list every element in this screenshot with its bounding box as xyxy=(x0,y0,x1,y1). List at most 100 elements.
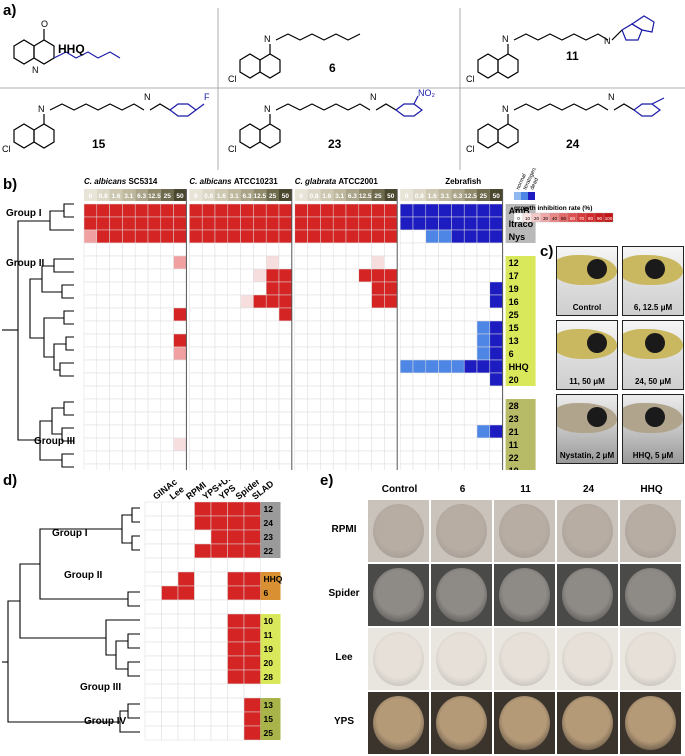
heatmap-cell xyxy=(332,294,347,309)
heatmap-cell xyxy=(489,203,503,218)
heatmap-cell xyxy=(384,281,398,296)
heatmap-cell xyxy=(201,437,216,452)
heatmap-cell xyxy=(201,203,216,218)
conc-header-cell xyxy=(489,189,503,201)
heatmap-cell xyxy=(451,385,465,400)
heatmap-cell xyxy=(332,268,347,283)
heatmap-cell xyxy=(278,372,293,387)
heatmap-cell xyxy=(189,463,203,470)
colony-photo xyxy=(368,500,429,562)
heatmap-cell xyxy=(214,346,229,361)
conc-header-cell xyxy=(320,189,334,201)
heatmap-cell xyxy=(83,255,98,270)
heatmap-cell xyxy=(96,463,110,470)
colony-photo xyxy=(557,564,618,626)
heatmap-cell xyxy=(122,307,136,322)
colony xyxy=(373,696,424,750)
heatmap-cell xyxy=(294,372,308,387)
heatmap-cell xyxy=(307,333,321,348)
heatmap-cell xyxy=(265,385,280,400)
legend-scale-label: 20 xyxy=(534,216,540,221)
heatmap-cell xyxy=(265,450,280,465)
heatmap-cell xyxy=(425,437,439,452)
heatmap-cell xyxy=(412,372,427,387)
heatmap-cell xyxy=(83,437,98,452)
heatmap-cell xyxy=(463,216,478,231)
colony xyxy=(499,632,550,686)
heatmap-cell xyxy=(96,229,110,244)
heatmap-cell xyxy=(243,571,261,587)
heatmap-cell xyxy=(384,424,398,439)
conc-header-cell xyxy=(464,189,477,201)
heatmap-cell xyxy=(399,294,414,309)
heatmap-cell xyxy=(371,450,385,465)
zebrafish-caption: 24, 50 μM xyxy=(634,377,672,386)
heatmap-cell xyxy=(438,242,452,257)
heatmap-cell xyxy=(210,529,228,545)
heatmap-cell xyxy=(194,501,212,517)
heatmap-cell xyxy=(109,307,123,322)
heatmap-cell xyxy=(412,255,427,270)
heatmap-cell xyxy=(96,203,110,218)
conc-label: 25 xyxy=(269,193,277,200)
colony xyxy=(373,632,424,686)
heatmap-cell xyxy=(425,333,439,348)
heatmap-cell xyxy=(96,281,110,296)
heatmap-cell xyxy=(189,398,203,413)
heatmap-cell xyxy=(122,463,136,470)
heatmap-cell xyxy=(147,385,162,400)
heatmap-cell xyxy=(399,333,414,348)
heatmap-cell xyxy=(278,333,293,348)
atom-n-24: N xyxy=(608,92,615,102)
heatmap-cell xyxy=(144,697,162,713)
heatmap-cell xyxy=(173,242,187,257)
heatmap-cell xyxy=(160,294,174,309)
conc-header-cell xyxy=(84,189,97,201)
heatmap-cell xyxy=(144,599,162,615)
heatmap-cell xyxy=(122,268,136,283)
heatmap-cell xyxy=(134,424,149,439)
heatmap-cell xyxy=(265,255,280,270)
heatmap-cell xyxy=(144,571,162,587)
heatmap-cell xyxy=(160,463,174,470)
zebrafish-caption: 6, 12.5 μM xyxy=(633,303,673,312)
row-label: Itraco xyxy=(509,219,534,229)
heatmap-cell xyxy=(96,437,110,452)
heatmap-cell xyxy=(463,411,478,426)
heatmap-cell xyxy=(476,463,491,470)
colony-row-label: YPS xyxy=(333,716,354,727)
heatmap-cell xyxy=(345,424,360,439)
heatmap-cell xyxy=(489,359,503,374)
heatmap-cell xyxy=(253,242,267,257)
conc-header-cell xyxy=(425,189,439,201)
row-label: 20 xyxy=(264,658,274,668)
heatmap-cell xyxy=(253,333,267,348)
row-label: 16 xyxy=(509,297,519,307)
heatmap-cell xyxy=(243,543,261,559)
colony-photo xyxy=(368,692,429,754)
heatmap-cell xyxy=(109,268,123,283)
colony xyxy=(436,696,487,750)
strain-name: C. albicans SC5314 xyxy=(84,177,158,186)
heatmap-cell xyxy=(96,307,110,322)
heatmap-cell xyxy=(451,450,465,465)
heatmap-cell xyxy=(134,203,149,218)
row-label: 11 xyxy=(509,440,519,450)
heatmap-cell xyxy=(265,216,280,231)
heatmap-cell xyxy=(438,333,452,348)
heatmap-cell xyxy=(345,268,360,283)
heatmap-cell xyxy=(358,294,372,309)
heatmap-cell xyxy=(476,398,491,413)
heatmap-cell xyxy=(384,307,398,322)
heatmap-cell xyxy=(399,242,414,257)
heatmap-cell xyxy=(412,203,427,218)
heatmap-cell xyxy=(227,294,241,309)
heatmap-cell xyxy=(144,669,162,685)
conc-label: 25 xyxy=(374,193,382,200)
heatmap-cell xyxy=(451,255,465,270)
heatmap-cell xyxy=(425,450,439,465)
group-label: Group III xyxy=(34,436,75,447)
heatmap-cell xyxy=(96,398,110,413)
row-label-bg xyxy=(260,656,281,670)
heatmap-cell xyxy=(109,398,123,413)
